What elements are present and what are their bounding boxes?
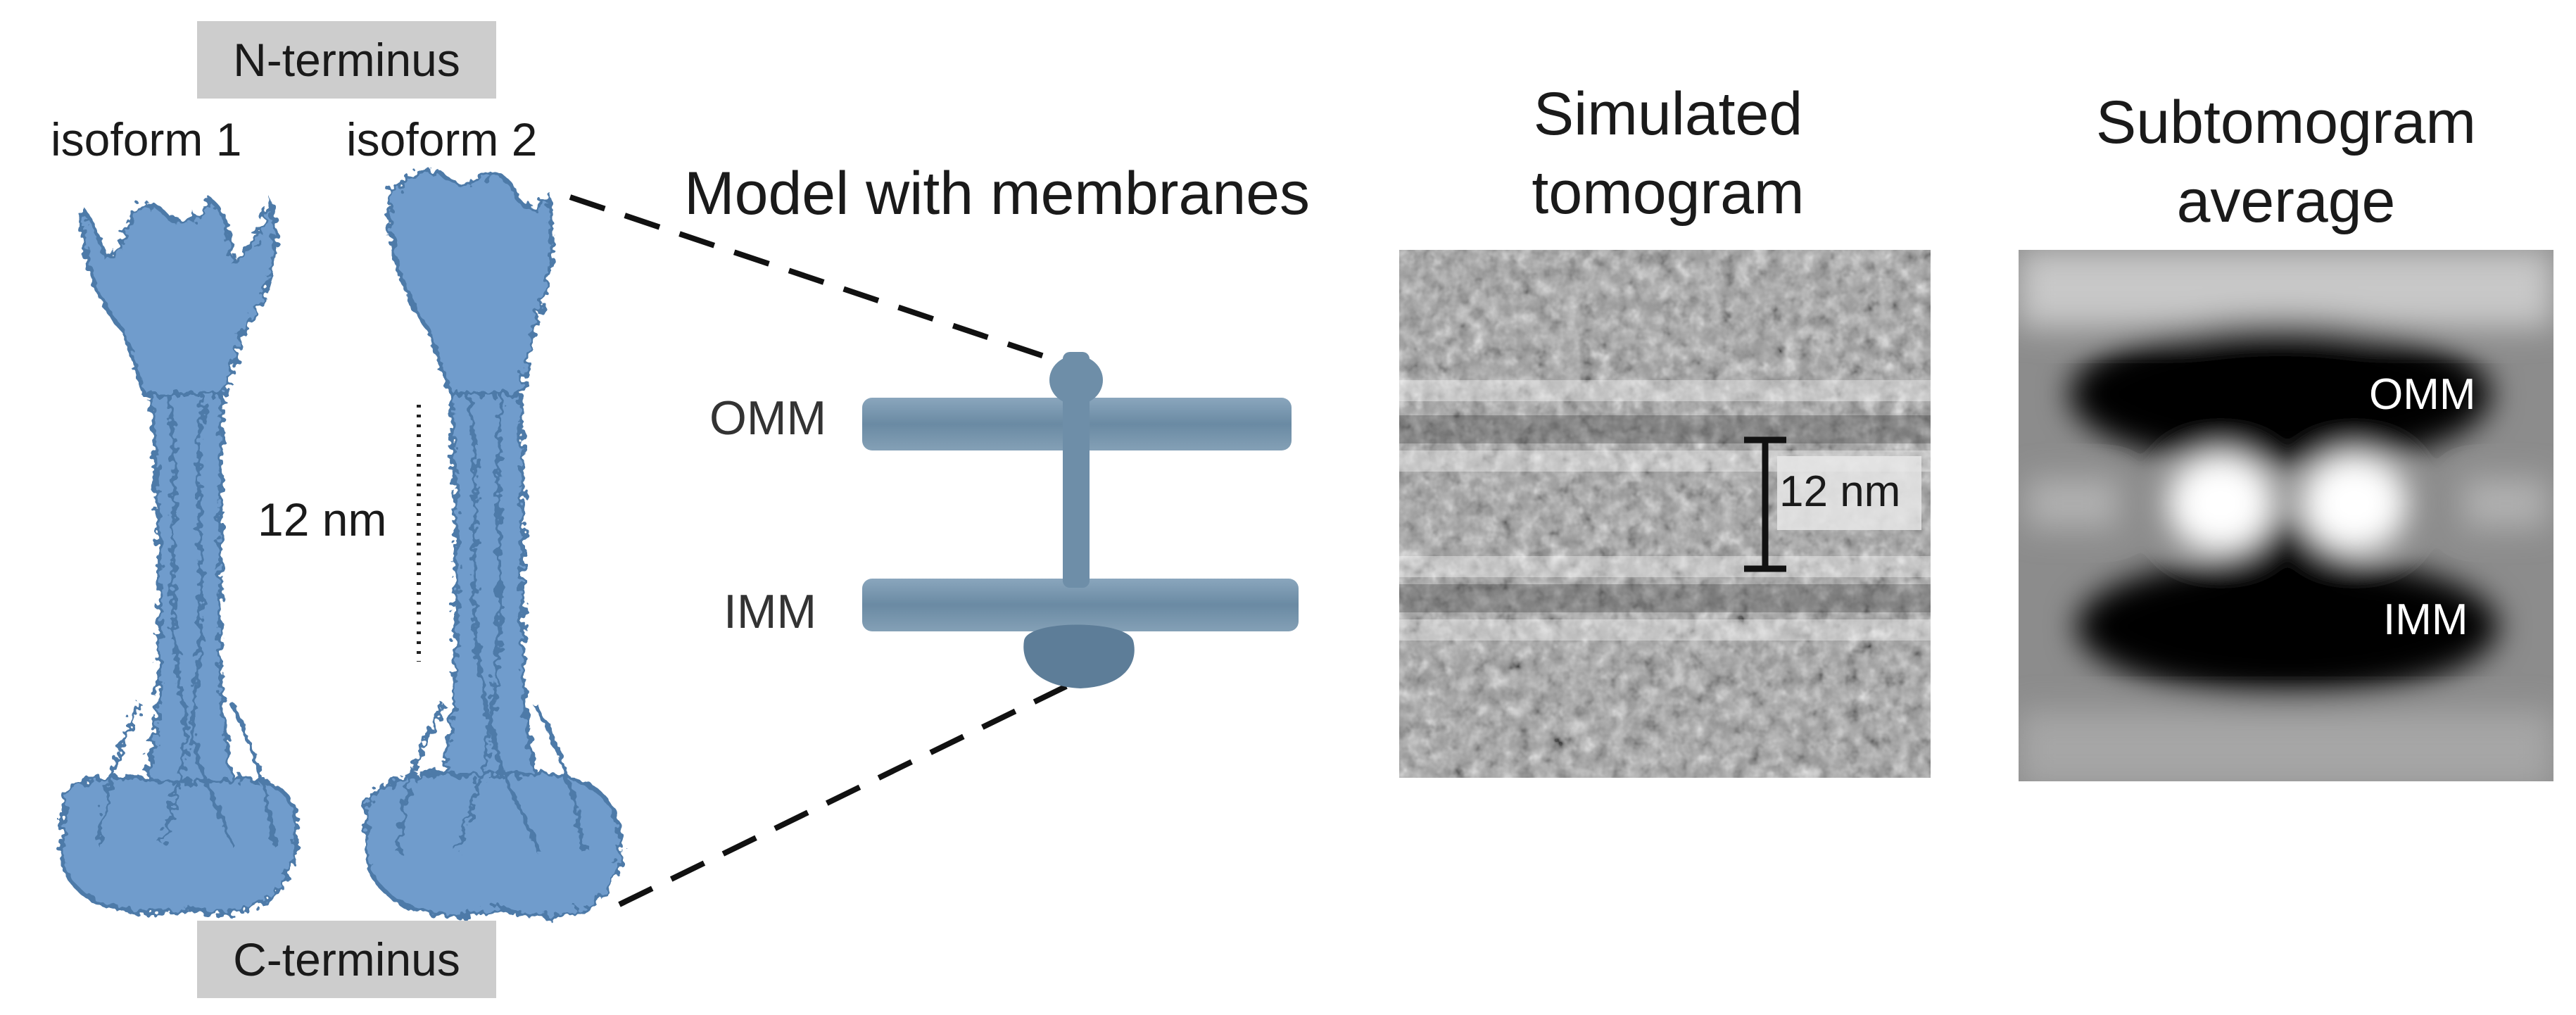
omm-label: OMM — [709, 394, 826, 442]
membrane-model — [862, 352, 1299, 688]
isoform-2-label: isoform 2 — [346, 116, 537, 163]
sim-title-line-1: Simulated — [1478, 75, 1858, 153]
distance-label-left: 12 nm — [258, 496, 386, 543]
n-terminus-label: N-terminus — [197, 21, 496, 99]
sim-title-line-2: tomogram — [1478, 153, 1858, 232]
isoform-2-structure — [365, 172, 620, 916]
avg-title-line-2: average — [2019, 162, 2553, 241]
c-terminus-label: C-terminus — [197, 921, 496, 998]
imm-label: IMM — [724, 588, 816, 636]
subtomogram-average-image — [2019, 250, 2553, 788]
zoom-line-bottom — [619, 686, 1066, 904]
model-base — [1023, 625, 1135, 689]
isoform-1-label: isoform 1 — [51, 116, 241, 163]
avg-title-line-1: Subtomogram — [2019, 83, 2553, 162]
model-title: Model with membranes — [684, 163, 1310, 224]
avg-imm-label: IMM — [2383, 598, 2468, 642]
avg-omm-label: OMM — [2369, 373, 2476, 417]
subtomogram-average-title: Subtomogram average — [2019, 83, 2553, 241]
sim-distance-label: 12 nm — [1779, 470, 1900, 514]
isoform-1-structure — [62, 201, 296, 914]
simulated-tomogram-title: Simulated tomogram — [1478, 75, 1858, 232]
model-top — [1049, 355, 1103, 405]
